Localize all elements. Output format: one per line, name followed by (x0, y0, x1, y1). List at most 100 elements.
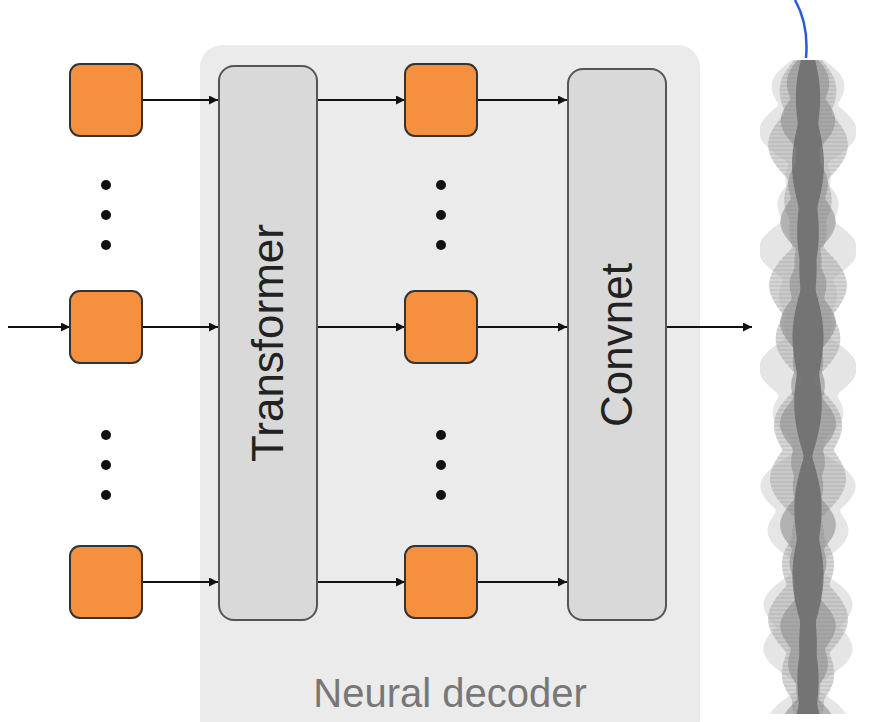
waveform-stroke (789, 230, 827, 231)
waveform-stroke (791, 394, 826, 395)
waveform-stroke (786, 690, 830, 691)
waveform-stroke (794, 522, 822, 523)
waveform-stroke (784, 662, 833, 663)
waveform-stroke (784, 578, 831, 579)
waveform-stroke (773, 602, 842, 603)
ellipsis-dot (101, 180, 111, 190)
waveform-stroke (769, 138, 847, 139)
waveform-stroke (786, 582, 830, 583)
signal-curve (795, 0, 807, 58)
waveform-stroke (790, 222, 827, 223)
waveform-stroke (774, 162, 843, 163)
waveform-stroke (793, 710, 823, 711)
waveform-stroke (769, 150, 848, 151)
flow-arrow (318, 99, 405, 101)
waveform-stroke (778, 350, 838, 351)
waveform-stroke (787, 214, 829, 215)
waveform-stroke (788, 366, 827, 367)
waveform-stroke (784, 114, 832, 115)
convnet-block: Convnet (567, 68, 667, 621)
waveform-stroke (768, 622, 848, 623)
waveform-stroke (770, 134, 845, 135)
waveform-stroke (782, 318, 834, 319)
waveform-stroke (792, 706, 824, 707)
transformer-block: Transformer (218, 65, 318, 621)
waveform-stroke (799, 386, 817, 387)
waveform-stroke (792, 538, 824, 539)
waveform-stroke (768, 142, 847, 143)
waveform-stroke (774, 426, 842, 427)
waveform-stroke (768, 618, 848, 619)
waveform-stroke (784, 650, 831, 651)
waveform-stroke (770, 610, 847, 611)
waveform-stroke (780, 454, 836, 455)
waveform-stroke (790, 66, 827, 67)
waveform-stroke (784, 554, 833, 555)
waveform-stroke (785, 550, 831, 551)
waveform-stroke (775, 126, 842, 127)
waveform-stroke (786, 654, 829, 655)
waveform-stroke (778, 642, 839, 643)
waveform-stroke (785, 658, 831, 659)
waveform-stroke (769, 626, 847, 627)
waveform-stroke (795, 390, 822, 391)
ellipsis-dot (436, 240, 446, 250)
waveform-stroke (777, 438, 840, 439)
waveform-stroke (778, 442, 837, 443)
flow-arrow (142, 326, 218, 328)
waveform-stroke (783, 590, 834, 591)
token-square (405, 546, 477, 618)
waveform-layer (760, 60, 856, 714)
waveform-stroke (779, 310, 836, 311)
waveform-stroke (785, 194, 831, 195)
waveform-stroke (790, 250, 826, 251)
panel-ground (200, 45, 700, 722)
waveform-stroke (787, 178, 829, 179)
waveform-stroke (776, 414, 840, 415)
ellipsis-dot (101, 430, 111, 440)
ellipsis-dot (436, 210, 446, 220)
waveform-stroke (771, 470, 844, 471)
waveform-stroke (788, 694, 827, 695)
waveform-stroke (770, 154, 846, 155)
waveform-stroke (779, 594, 837, 595)
block-label: Transformer (243, 224, 293, 462)
waveform-stroke (777, 458, 839, 459)
waveform-stroke (784, 202, 831, 203)
waveform-stroke (783, 106, 834, 107)
waveform-stroke (784, 686, 832, 687)
waveform-stroke (792, 534, 824, 535)
waveform-stroke (783, 174, 833, 175)
waveform-stroke (786, 254, 829, 255)
token-square (405, 64, 477, 136)
flow-arrow (477, 99, 567, 101)
waveform-stroke (772, 298, 844, 299)
waveform-stroke (780, 354, 837, 355)
flow-arrow (8, 326, 70, 328)
waveform-stroke (772, 634, 843, 635)
waveform-stroke (774, 422, 842, 423)
token-square (70, 291, 142, 363)
waveform-stroke (783, 402, 832, 403)
waveform-stroke (790, 238, 826, 239)
waveform-stroke (776, 334, 840, 335)
waveform-stroke (781, 646, 835, 647)
waveform-stroke (780, 322, 836, 323)
waveform-stroke (800, 378, 815, 379)
waveform-stroke (780, 90, 837, 91)
waveform-stroke (776, 342, 840, 343)
waveform-stroke (768, 146, 848, 147)
waveform-stroke (778, 326, 838, 327)
waveform-stroke (780, 406, 835, 407)
waveform-stroke (771, 606, 845, 607)
waveform-stroke (787, 70, 830, 71)
waveform-stroke (791, 242, 825, 243)
waveform-stroke (789, 218, 827, 219)
waveform-stroke (772, 490, 843, 491)
waveform-stroke (770, 278, 846, 279)
waveform-stroke (781, 118, 836, 119)
waveform-stroke (787, 186, 830, 187)
waveform-stroke (782, 78, 834, 79)
waveform-stroke (789, 226, 827, 227)
